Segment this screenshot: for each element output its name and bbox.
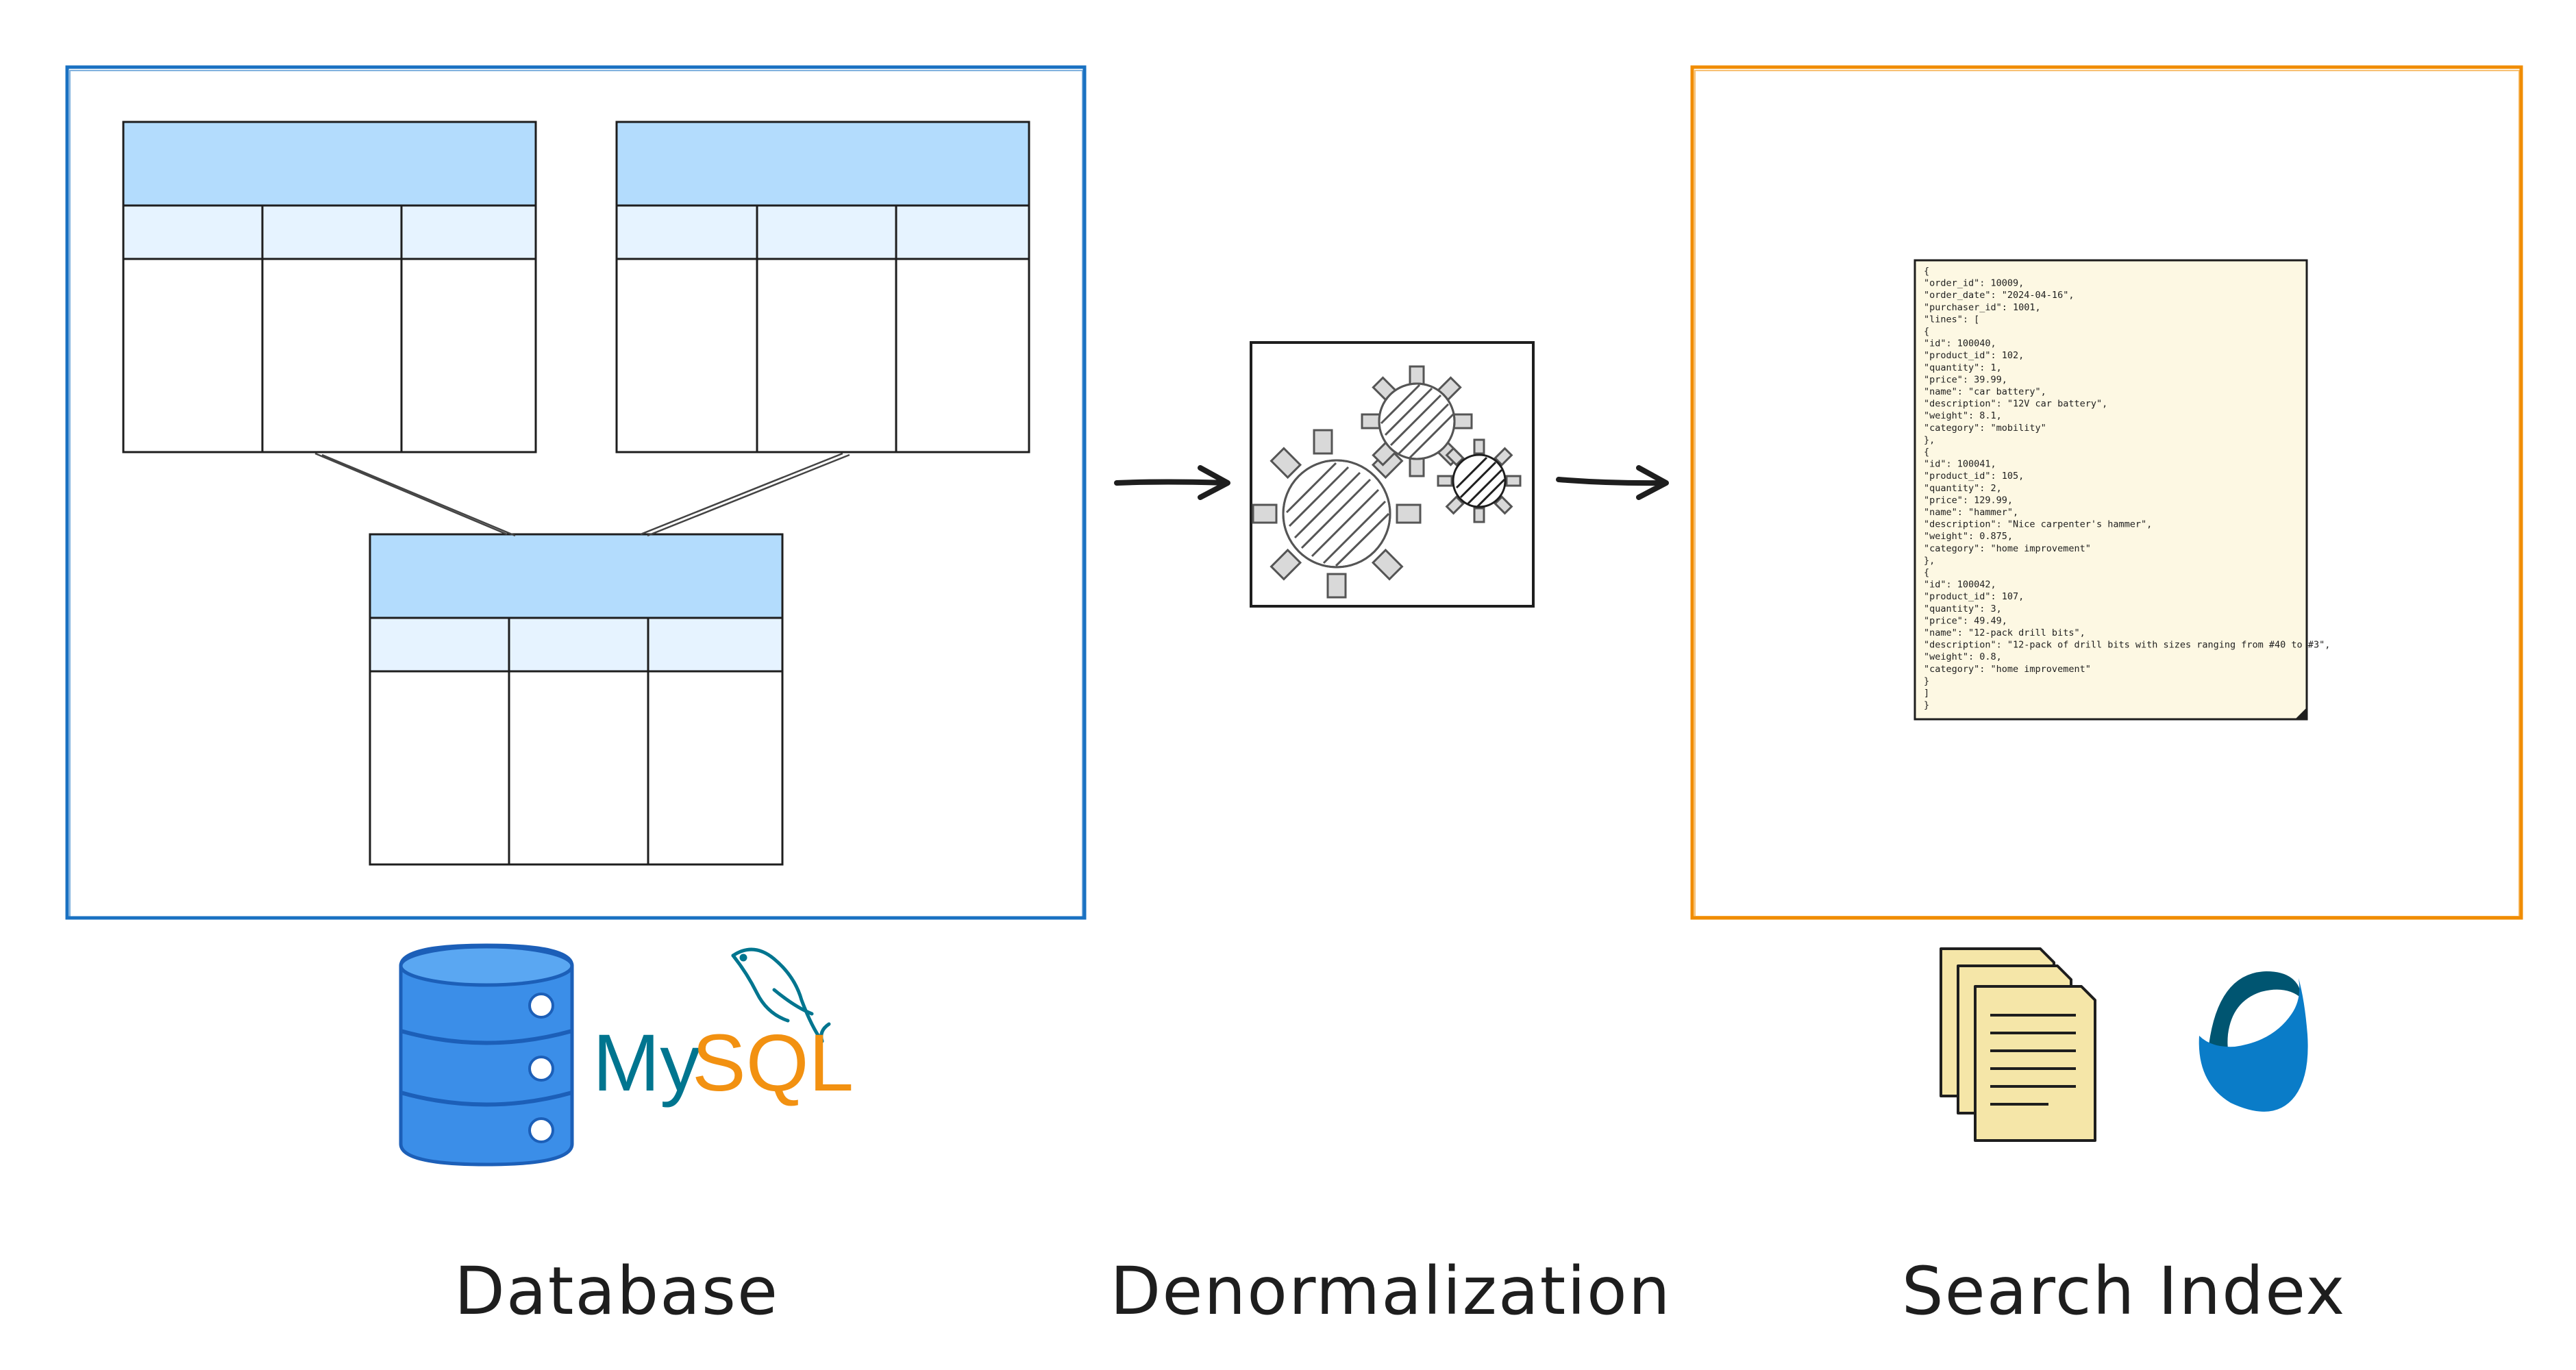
table-relations	[314, 452, 850, 537]
json-line: "product_id": 105,	[1924, 471, 2024, 482]
json-line: {	[1924, 326, 1929, 337]
json-line: "product_id": 107,	[1924, 591, 2024, 602]
json-line: "product_id": 102,	[1924, 350, 2024, 361]
caption-search-index: Search Index	[1902, 1253, 2346, 1330]
gears-icon	[1252, 365, 1522, 599]
json-line: "lines": [	[1924, 314, 1979, 325]
json-line: "category": "mobility"	[1924, 423, 2046, 434]
mysql-logo: My SQL	[593, 947, 854, 1108]
json-line: "description": "12V car battery",	[1924, 399, 2107, 410]
db-table-3	[369, 533, 784, 866]
json-line: "category": "home improvement"	[1924, 543, 2091, 554]
json-line: {	[1924, 567, 1929, 578]
json-line: "quantity": 1,	[1924, 362, 2002, 373]
mysql-my-text: My	[593, 1018, 700, 1108]
json-line: },	[1924, 555, 1935, 566]
database-cylinder-icon	[399, 943, 574, 1167]
gear-large-icon	[1252, 429, 1422, 599]
mysql-dolphin-icon	[731, 947, 831, 1043]
search-index-frame	[1690, 65, 2523, 920]
json-line: "order_id": 10009,	[1924, 278, 2024, 289]
mysql-sql-text: SQL	[692, 1018, 854, 1108]
json-document: { "order_id": 10009, "order_date": "2024…	[1914, 259, 2330, 721]
json-line: "id": 100042,	[1924, 580, 1996, 590]
json-line: "purchaser_id": 1001,	[1924, 302, 2041, 313]
db-table-1	[122, 121, 537, 453]
opensearch-logo	[2199, 971, 2308, 1112]
json-line: "id": 100040,	[1924, 338, 1996, 349]
json-line: "weight": 8.1,	[1924, 410, 2002, 421]
json-line: },	[1924, 434, 1935, 445]
json-line: "order_date": "2024-04-16",	[1924, 290, 2074, 301]
json-line: "name": "car battery",	[1924, 386, 2046, 397]
db-table-2	[615, 121, 1030, 453]
json-line: "name": "hammer",	[1924, 507, 2018, 518]
json-line: "description": "Nice carpenter's hammer"…	[1924, 519, 2152, 530]
json-line: "quantity": 3,	[1924, 603, 2002, 614]
arrow-to-denormalization	[1114, 465, 1230, 500]
caption-database: Database	[454, 1253, 779, 1330]
json-lines: { "order_id": 10009, "order_date": "2024…	[1924, 266, 2330, 711]
json-line: {	[1924, 447, 1929, 458]
json-line: "category": "home improvement"	[1924, 664, 2091, 675]
json-line: "quantity": 2,	[1924, 483, 2002, 494]
json-line: "name": "12-pack drill bits",	[1924, 627, 2085, 638]
caption-denormalization: Denormalization	[1110, 1253, 1671, 1330]
json-line: {	[1924, 266, 1929, 277]
gear-small-icon	[1437, 438, 1522, 523]
json-line: "price": 49.49,	[1924, 615, 2007, 626]
json-line: "weight": 0.875,	[1924, 531, 2013, 542]
json-line: "weight": 0.8,	[1924, 651, 2002, 662]
database-frame	[65, 65, 1087, 920]
json-line: "price": 129.99,	[1924, 495, 2013, 506]
json-line: "id": 100041,	[1924, 459, 1996, 470]
json-line: "description": "12-pack of drill bits wi…	[1924, 640, 2330, 651]
gear-medium-icon	[1361, 365, 1473, 477]
arrow-to-search-index	[1556, 465, 1669, 500]
json-line: }	[1924, 700, 1929, 711]
documents-stack-icon	[1940, 947, 2096, 1142]
json-line: ]	[1924, 688, 1929, 699]
json-line: "price": 39.99,	[1924, 374, 2007, 385]
json-line: }	[1924, 675, 1929, 686]
